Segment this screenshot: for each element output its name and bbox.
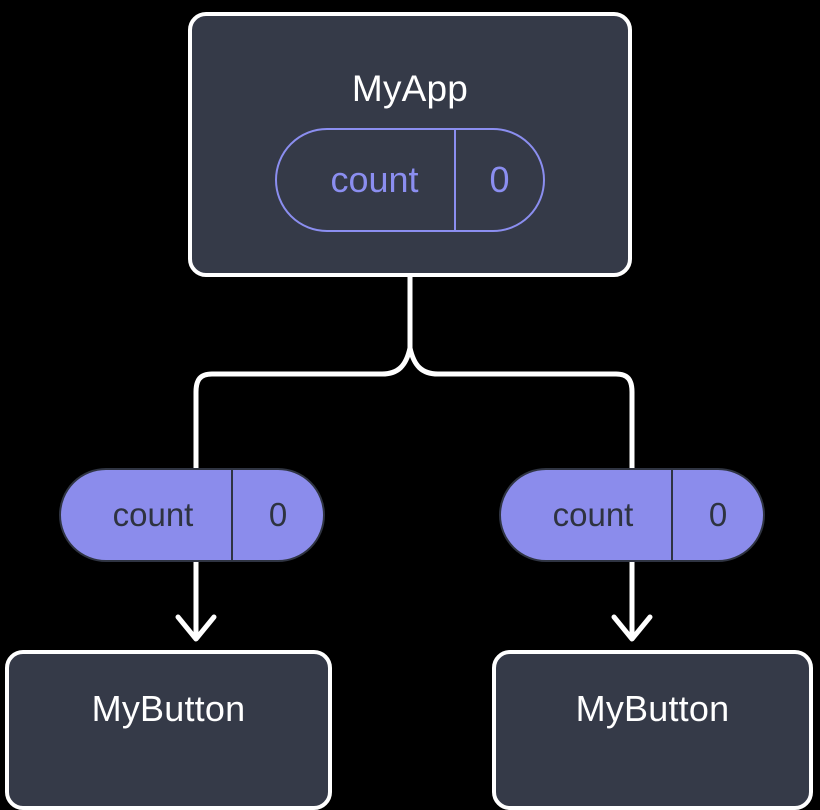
component-node-mybutton-right[interactable]: MyButton bbox=[492, 650, 813, 810]
component-label-myapp: MyApp bbox=[351, 68, 469, 109]
state-pill-root[interactable]: count 0 bbox=[275, 128, 545, 232]
connector-branch-left bbox=[193, 345, 413, 471]
state-pill-child-right[interactable]: count 0 bbox=[499, 468, 765, 562]
state-pill-child-right-key: count bbox=[552, 496, 634, 533]
component-label-mybutton-left: MyButton bbox=[91, 688, 246, 729]
state-pill-root-key: count bbox=[330, 159, 419, 200]
connector-branch-right bbox=[407, 345, 635, 471]
component-node-mybutton-left[interactable]: MyButton bbox=[5, 650, 332, 810]
state-pill-child-right-value: 0 bbox=[671, 470, 763, 560]
state-pill-child-left-value: 0 bbox=[231, 470, 323, 560]
arrow-head-left-icon bbox=[175, 614, 217, 642]
component-tree-diagram: MyApp count 0 count 0 count 0 MyButton M… bbox=[5, 12, 813, 810]
state-pill-child-left[interactable]: count 0 bbox=[59, 468, 325, 562]
state-pill-child-left-key: count bbox=[112, 496, 194, 533]
component-label-mybutton-right: MyButton bbox=[575, 688, 730, 729]
state-pill-root-value: 0 bbox=[454, 130, 543, 230]
arrow-head-right-icon bbox=[611, 614, 653, 642]
